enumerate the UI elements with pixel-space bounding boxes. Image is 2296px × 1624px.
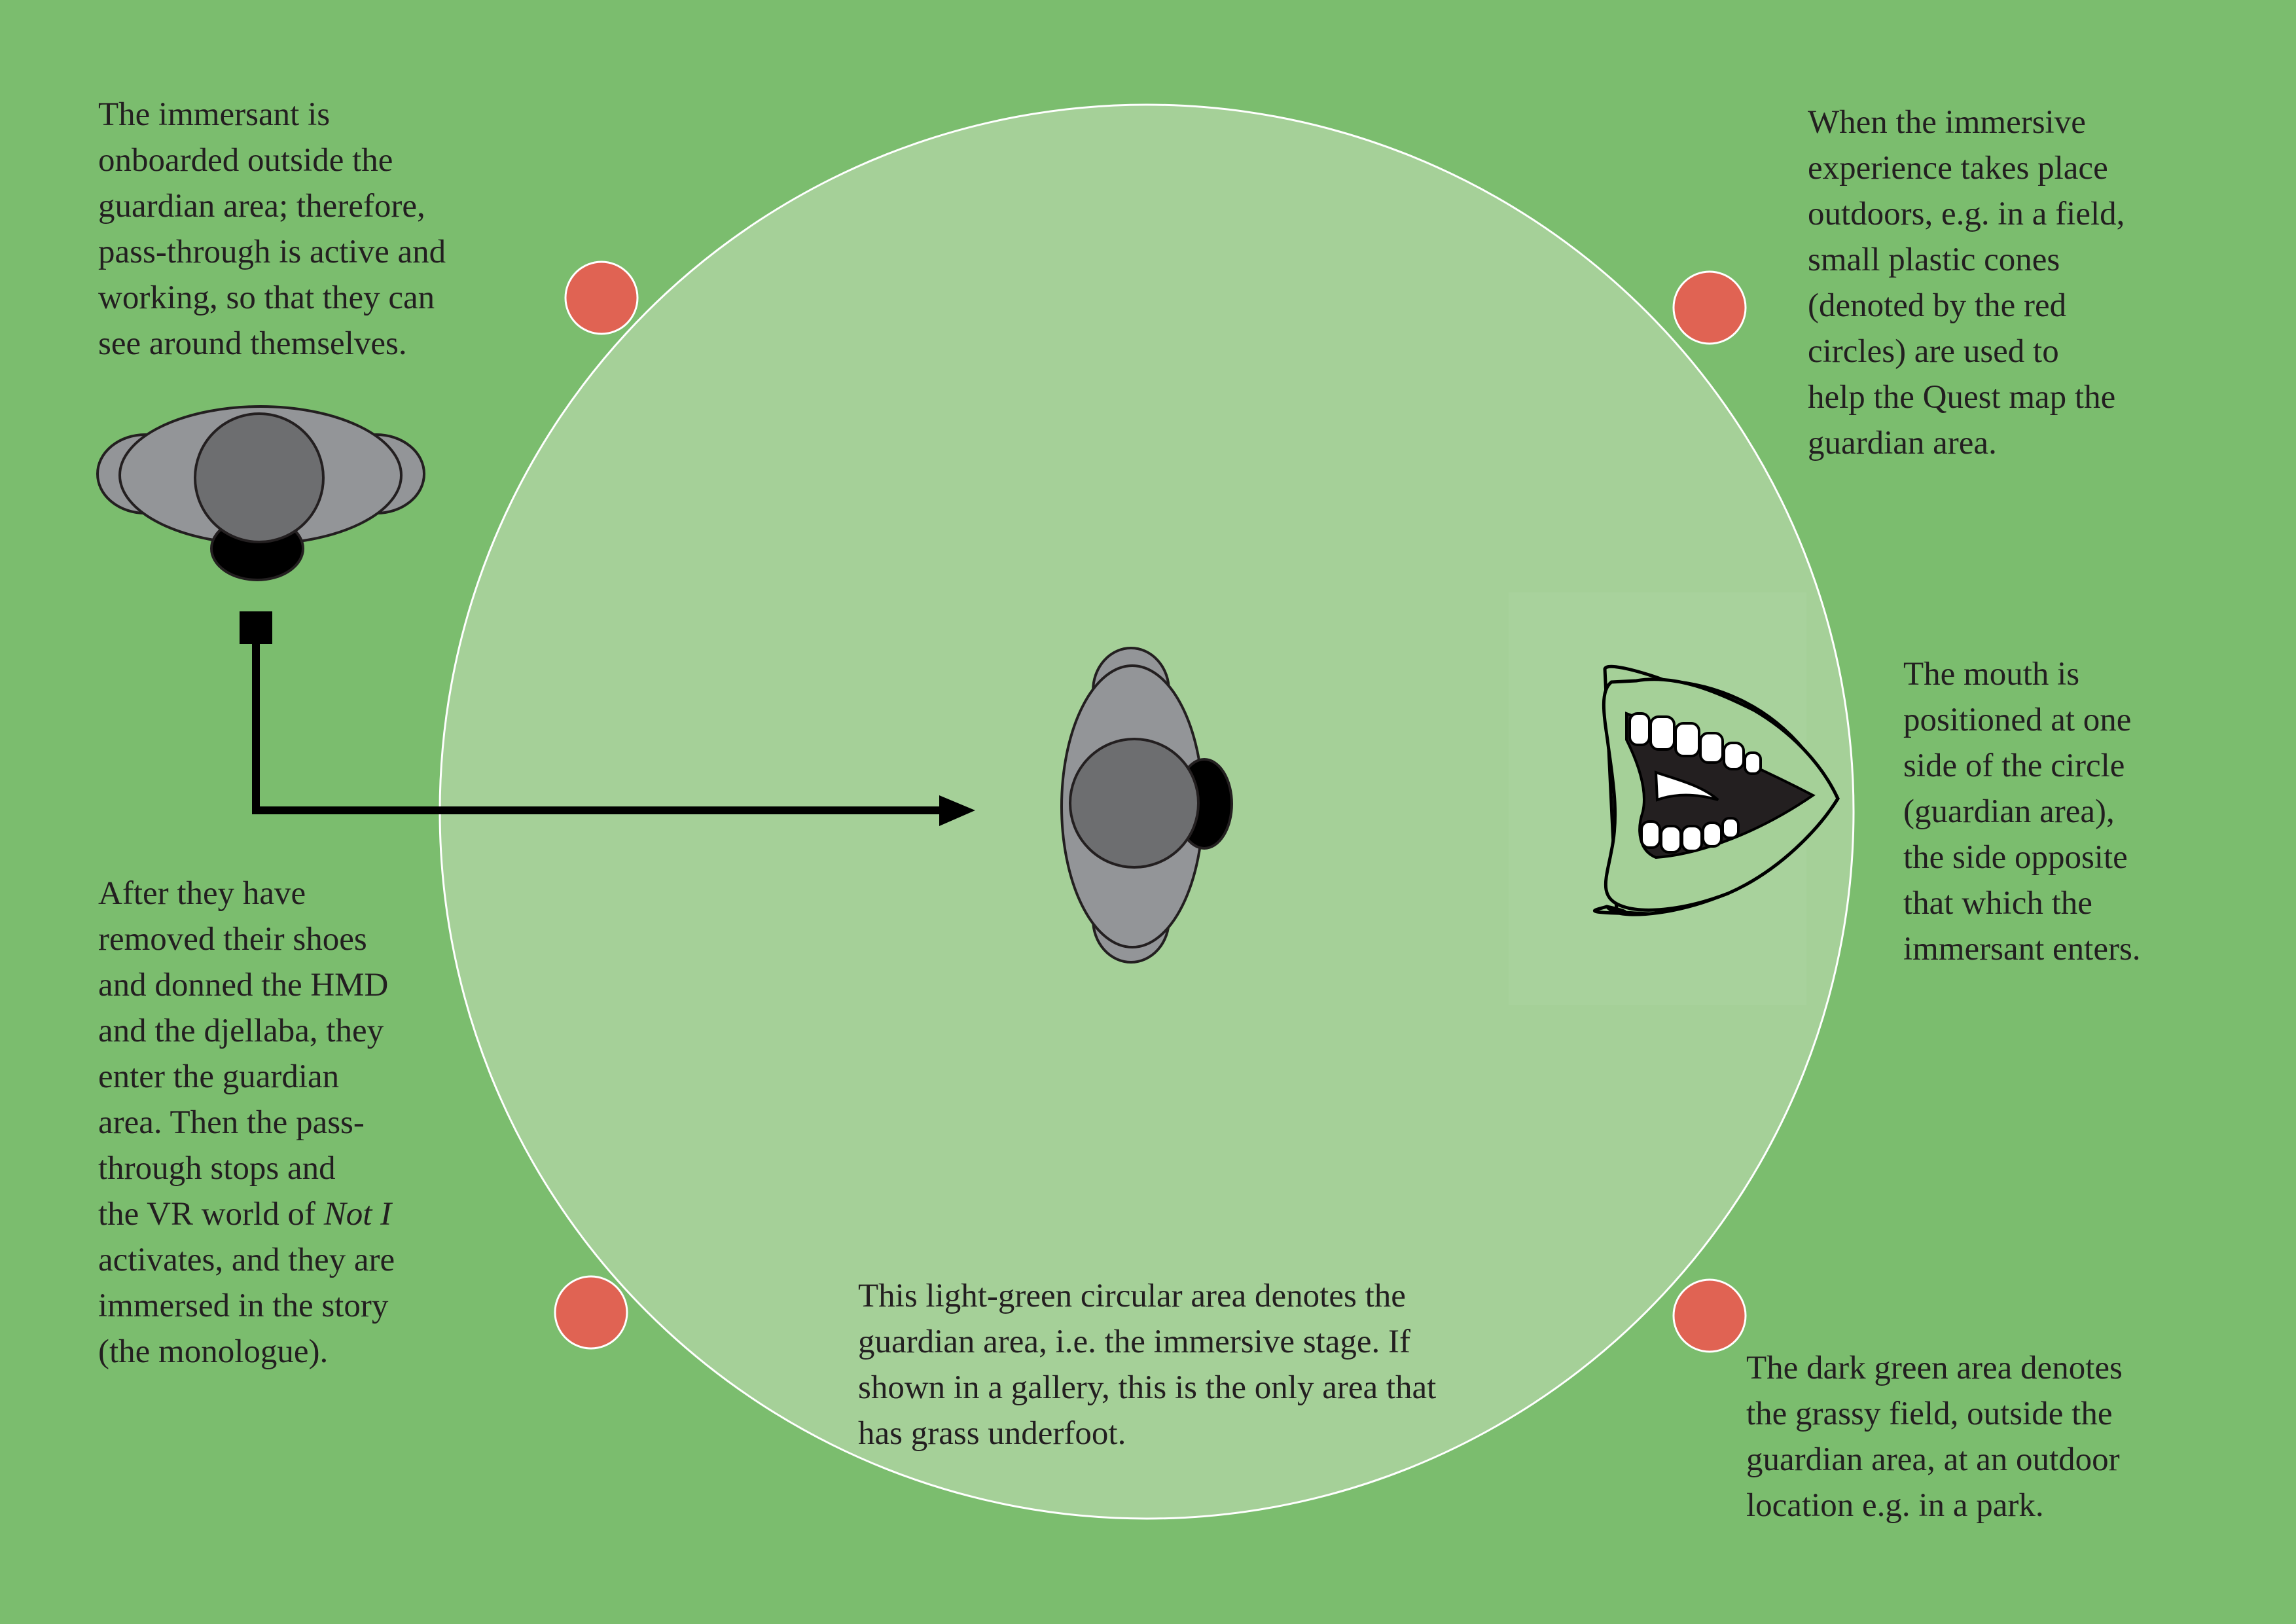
cone-bottom-right — [1672, 1278, 1747, 1353]
work-title: Not I — [323, 1196, 392, 1233]
note-entering-guardian-area: After they have removed their shoes and … — [98, 871, 395, 1375]
immersant-outside-figure — [96, 405, 425, 581]
entry-path-arrow — [240, 611, 975, 826]
cone-top-right — [1672, 270, 1747, 345]
note-onboarding: The immersant is onboarded outside the g… — [98, 96, 446, 362]
note-mouth: The mouth is positioned at one side of t… — [1903, 656, 2141, 967]
note-entering-part2: activates, and they are immersed in the … — [98, 1242, 395, 1370]
cone-top-left — [564, 261, 639, 335]
immersant-inside-figure — [1060, 647, 1233, 964]
note-guardian-area: This light-green circular area denotes t… — [858, 1278, 1437, 1452]
note-entering-part1: After they have removed their shoes and … — [98, 875, 389, 1233]
note-cones: When the immersive experience takes plac… — [1808, 104, 2125, 461]
mouth-icon — [1509, 592, 1840, 1005]
note-grassy-field: The dark green area denotes the grassy f… — [1746, 1350, 2123, 1524]
cone-bottom-left — [554, 1275, 628, 1350]
